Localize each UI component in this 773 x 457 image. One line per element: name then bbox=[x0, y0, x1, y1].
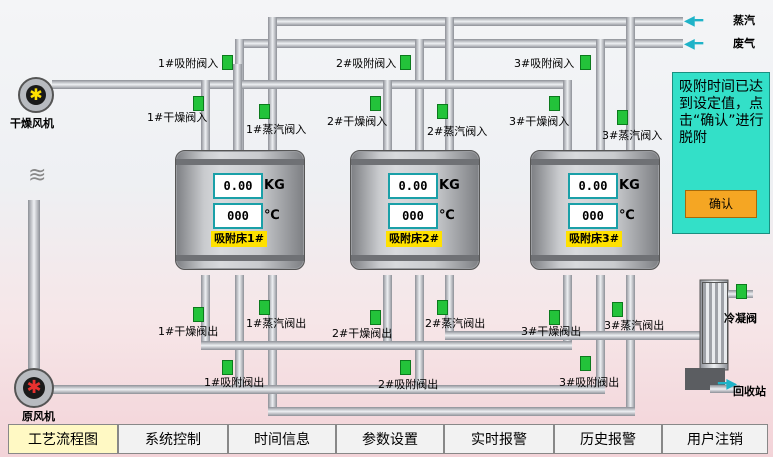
arrow-right-icon: ━▶ bbox=[718, 376, 738, 392]
dry-valve-1-in[interactable] bbox=[193, 96, 204, 111]
arrow-left-icon: ◀━ bbox=[684, 36, 704, 52]
recycle-station-label: 回收站 bbox=[733, 385, 766, 398]
original-fan-label: 原风机 bbox=[22, 410, 55, 423]
bed-1-label: 吸附床1# bbox=[211, 231, 267, 247]
adsorb-valve-1-in-label: 1#吸附阀入 bbox=[158, 57, 219, 70]
adsorb-valve-3-in-label: 3#吸附阀入 bbox=[514, 57, 575, 70]
exhaust-outlet-label: 废气 bbox=[733, 37, 755, 50]
steam-valve-1-in[interactable] bbox=[259, 104, 270, 119]
adsorb-valve-1-in[interactable] bbox=[222, 55, 233, 70]
dry-valve-1-in-label: 1#干燥阀入 bbox=[147, 111, 208, 124]
condense-valve-label: 冷凝阀 bbox=[724, 312, 757, 325]
adsorb-valve-1-out-label: 1#吸附阀出 bbox=[204, 376, 265, 389]
dry-valve-2-in-label: 2#干燥阀入 bbox=[327, 115, 388, 128]
bed-3-weight-unit: KG bbox=[619, 178, 640, 193]
adsorb-valve-2-out[interactable] bbox=[400, 360, 411, 375]
adsorb-valve-3-out-label: 3#吸附阀出 bbox=[559, 376, 620, 389]
dry-valve-3-in-label: 3#干燥阀入 bbox=[509, 115, 570, 128]
alert-panel: 吸附时间已达到设定值，点击“确认”进行脱附 确认 bbox=[672, 72, 770, 234]
condense-valve[interactable] bbox=[736, 284, 747, 299]
adsorption-bed-2[interactable]: 0.00 KG 000 ℃ 吸附床2# bbox=[350, 150, 480, 270]
steam-valve-2-in-label: 2#蒸汽阀入 bbox=[427, 125, 488, 138]
bed-2-weight-unit: KG bbox=[439, 178, 460, 193]
dry-valve-3-out[interactable] bbox=[549, 310, 560, 325]
bed-3-temp-unit: ℃ bbox=[619, 208, 635, 223]
steam-valve-1-in-label: 1#蒸汽阀入 bbox=[246, 123, 307, 136]
smoke-icon: ≋ bbox=[28, 163, 47, 188]
bed-2-weight-display: 0.00 bbox=[388, 173, 438, 199]
arrow-left-icon: ◀━ bbox=[684, 13, 704, 29]
dry-fan-label: 干燥风机 bbox=[10, 117, 54, 130]
adsorb-valve-3-out[interactable] bbox=[580, 356, 591, 371]
adsorption-bed-1[interactable]: 0.00 KG 000 ℃ 吸附床1# bbox=[175, 150, 305, 270]
adsorb-valve-2-in[interactable] bbox=[400, 55, 411, 70]
bed-2-temp-unit: ℃ bbox=[439, 208, 455, 223]
steam-valve-2-out[interactable] bbox=[437, 300, 448, 315]
bed-3-label: 吸附床3# bbox=[566, 231, 622, 247]
bed-1-weight-unit: KG bbox=[264, 178, 285, 193]
dry-valve-2-in[interactable] bbox=[370, 96, 381, 111]
tab-user-logout[interactable]: 用户注销 bbox=[662, 424, 768, 454]
tab-parameter-settings[interactable]: 参数设置 bbox=[336, 424, 444, 454]
tab-time-info[interactable]: 时间信息 bbox=[228, 424, 336, 454]
bed-3-temp-display: 000 bbox=[568, 203, 618, 229]
dry-valve-2-out[interactable] bbox=[370, 310, 381, 325]
tab-process-flow[interactable]: 工艺流程图 bbox=[8, 424, 118, 454]
bed-2-label: 吸附床2# bbox=[386, 231, 442, 247]
steam-valve-1-out-label: 1#蒸汽阀出 bbox=[246, 317, 307, 330]
steam-valve-2-out-label: 2#蒸汽阀出 bbox=[425, 317, 486, 330]
tab-history-alarm[interactable]: 历史报警 bbox=[554, 424, 662, 454]
steam-valve-3-in-label: 3#蒸汽阀入 bbox=[602, 129, 663, 142]
dry-valve-3-out-label: 3#干燥阀出 bbox=[521, 325, 582, 338]
bed-1-temp-unit: ℃ bbox=[264, 208, 280, 223]
steam-valve-1-out[interactable] bbox=[259, 300, 270, 315]
tab-system-control[interactable]: 系统控制 bbox=[118, 424, 228, 454]
adsorption-bed-3[interactable]: 0.00 KG 000 ℃ 吸附床3# bbox=[530, 150, 660, 270]
dry-valve-1-out-label: 1#干燥阀出 bbox=[158, 325, 219, 338]
steam-valve-3-out[interactable] bbox=[612, 302, 623, 317]
bed-2-temp-display: 000 bbox=[388, 203, 438, 229]
adsorb-valve-2-out-label: 2#吸附阀出 bbox=[378, 378, 439, 391]
steam-outlet-label: 蒸汽 bbox=[733, 14, 755, 27]
dry-fan-icon[interactable]: ✱ bbox=[18, 77, 54, 113]
dry-valve-1-out[interactable] bbox=[193, 307, 204, 322]
adsorb-valve-2-in-label: 2#吸附阀入 bbox=[336, 57, 397, 70]
dry-valve-3-in[interactable] bbox=[549, 96, 560, 111]
tab-realtime-alarm[interactable]: 实时报警 bbox=[444, 424, 554, 454]
confirm-button[interactable]: 确认 bbox=[685, 190, 757, 218]
condenser-icon bbox=[700, 272, 728, 368]
alert-message: 吸附时间已达到设定值，点击“确认”进行脱附 bbox=[679, 79, 764, 146]
steam-valve-3-in[interactable] bbox=[617, 110, 628, 125]
original-fan-icon[interactable]: ✱ bbox=[14, 368, 54, 408]
bed-1-temp-display: 000 bbox=[213, 203, 263, 229]
adsorb-valve-3-in[interactable] bbox=[580, 55, 591, 70]
adsorb-valve-1-out[interactable] bbox=[222, 360, 233, 375]
steam-valve-2-in[interactable] bbox=[437, 104, 448, 119]
bed-1-weight-display: 0.00 bbox=[213, 173, 263, 199]
steam-valve-3-out-label: 3#蒸汽阀出 bbox=[604, 319, 665, 332]
bed-3-weight-display: 0.00 bbox=[568, 173, 618, 199]
dry-valve-2-out-label: 2#干燥阀出 bbox=[332, 327, 393, 340]
